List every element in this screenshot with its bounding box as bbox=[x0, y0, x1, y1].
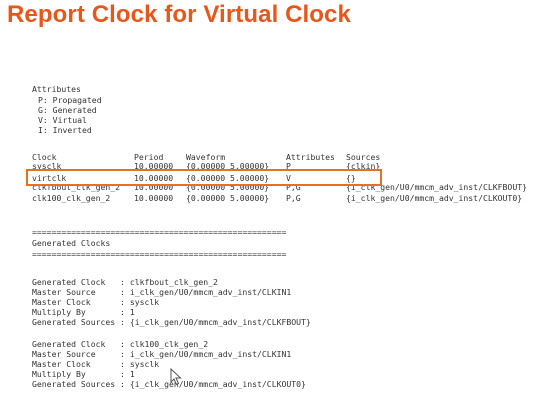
row-waveform: {0.00000 5.00000} bbox=[186, 173, 270, 183]
row-attributes: P,G bbox=[286, 182, 301, 192]
attribute-item: P: Propagated bbox=[38, 95, 102, 105]
generated-sources-line: Generated Sources : {i_clk_gen/U0/mmcm_a… bbox=[32, 317, 311, 327]
attribute-item: V: Virtual bbox=[38, 115, 87, 125]
separator: ========================================… bbox=[32, 227, 287, 237]
multiply-by-line: Multiply By : 1 bbox=[32, 307, 135, 317]
virtclk-highlight-box bbox=[26, 169, 382, 186]
row-clock: sysclk bbox=[32, 161, 62, 171]
mouse-pointer-icon bbox=[170, 367, 182, 391]
row-period: 10.00000 bbox=[134, 161, 174, 171]
column-header-clock: Clock bbox=[32, 152, 57, 162]
row-period: 10.00000 bbox=[134, 182, 174, 192]
generated-sources-line: Generated Sources : {i_clk_gen/U0/mmcm_a… bbox=[32, 379, 306, 389]
row-clock: virtclk bbox=[32, 173, 67, 183]
row-waveform: {0.00000 5.00000} bbox=[186, 193, 270, 203]
attribute-item: I: Inverted bbox=[38, 125, 92, 135]
row-waveform: {0.00000 5.00000} bbox=[186, 182, 270, 192]
column-header-waveform: Waveform bbox=[186, 152, 226, 162]
row-attributes: P,G bbox=[286, 193, 301, 203]
master-source-line: Master Source : i_clk_gen/U0/mmcm_adv_in… bbox=[32, 349, 292, 359]
row-waveform: {0.00000 5.00000} bbox=[186, 161, 270, 171]
column-header-period: Period bbox=[134, 152, 164, 162]
separator: ========================================… bbox=[32, 249, 287, 259]
generated-clock-line: Generated Clock : clkfbout_clk_gen_2 bbox=[32, 277, 218, 287]
column-header-attributes: Attributes bbox=[286, 152, 335, 162]
row-period: 10.00000 bbox=[134, 173, 174, 183]
row-clock: clkfbout_clk_gen_2 bbox=[32, 182, 121, 192]
row-period: 10.00000 bbox=[134, 193, 174, 203]
row-sources: {i_clk_gen/U0/mmcm_adv_inst/CLKFBOUT} bbox=[346, 182, 527, 192]
table-row: clkfbout_clk_gen_2 10.00000 {0.00000 5.0… bbox=[32, 182, 545, 192]
row-clock: clk100_clk_gen_2 bbox=[32, 193, 111, 203]
attributes-header: Attributes bbox=[32, 84, 81, 94]
table-row-virtclk: virtclk 10.00000 {0.00000 5.00000} V {} bbox=[32, 173, 545, 183]
attribute-item: G: Generated bbox=[38, 105, 97, 115]
row-sources: {i_clk_gen/U0/mmcm_adv_inst/CLKOUT0} bbox=[346, 193, 523, 203]
column-header-sources: Sources bbox=[346, 152, 381, 162]
clock-table-header: Clock Period Waveform Attributes Sources bbox=[32, 152, 545, 162]
row-attributes: P bbox=[286, 161, 291, 171]
generated-clock-line: Generated Clock : clk100_clk_gen_2 bbox=[32, 339, 209, 349]
master-clock-line: Master Clock : sysclk bbox=[32, 297, 160, 307]
generated-clocks-header: Generated Clocks bbox=[32, 238, 111, 248]
row-sources: {} bbox=[346, 173, 356, 183]
multiply-by-line: Multiply By : 1 bbox=[32, 369, 135, 379]
table-row: clk100_clk_gen_2 10.00000 {0.00000 5.000… bbox=[32, 193, 545, 203]
master-clock-line: Master Clock : sysclk bbox=[32, 359, 160, 369]
slide-title: Report Clock for Virtual Clock bbox=[7, 1, 351, 28]
table-row: sysclk 10.00000 {0.00000 5.00000} P {clk… bbox=[32, 161, 545, 171]
row-attributes: V bbox=[286, 173, 291, 183]
master-source-line: Master Source : i_clk_gen/U0/mmcm_adv_in… bbox=[32, 287, 292, 297]
row-sources: {clkin} bbox=[346, 161, 381, 171]
